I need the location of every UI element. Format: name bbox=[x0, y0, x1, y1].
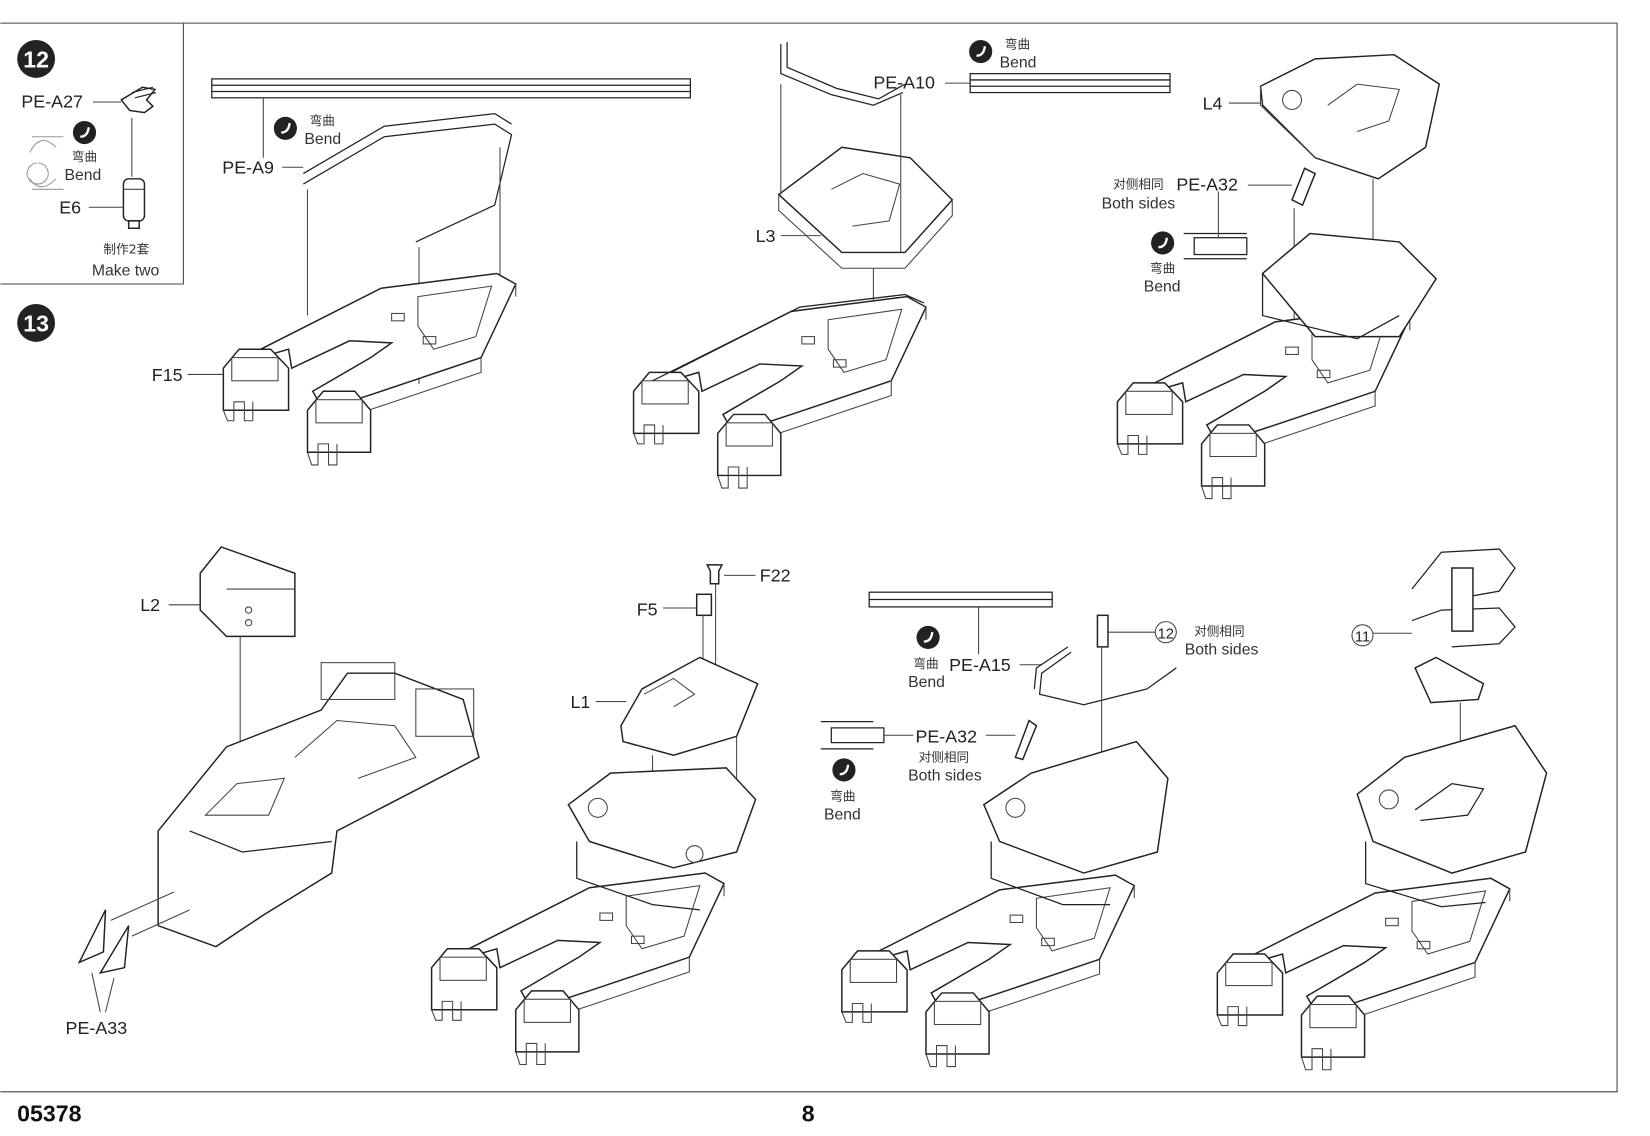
assembly-panel-3: L4 对侧相同 PE-A32 Both sides 弯曲 Bend bbox=[1102, 53, 1441, 500]
part-label-pe-a32: PE-A32 bbox=[1176, 174, 1238, 194]
part-pe-a33-drawing bbox=[77, 909, 107, 964]
flat-pe-a27-outline bbox=[26, 136, 64, 190]
part-label-e6: E6 bbox=[59, 198, 81, 218]
bend-label-cn: 弯曲 bbox=[310, 113, 335, 128]
page-border bbox=[0, 22, 1618, 1093]
step-reference-12: 12 bbox=[1158, 626, 1174, 642]
assembly-panel-1: 弯曲 Bend PE-A9 F15 bbox=[152, 78, 691, 466]
assembly-panel-7: 11 bbox=[1216, 548, 1548, 1071]
flat-pe-a9-strip bbox=[211, 78, 691, 99]
part-label-pe-a33: PE-A33 bbox=[66, 1018, 128, 1038]
step-number: 13 bbox=[23, 310, 49, 336]
flat-pe-a32 bbox=[820, 720, 885, 750]
part-label-pe-a32: PE-A32 bbox=[915, 727, 977, 747]
step-number: 12 bbox=[23, 46, 49, 72]
deck-assembly bbox=[841, 874, 1135, 1068]
bend-label-cn: 弯曲 bbox=[913, 656, 938, 671]
bend-label-en: Bend bbox=[1000, 54, 1037, 71]
part-label-l2: L2 bbox=[140, 595, 160, 615]
part-l4-drawing bbox=[1259, 53, 1441, 180]
part-l1-drawing bbox=[620, 656, 759, 756]
deck-assembly bbox=[632, 295, 927, 489]
both-sides-label-en: Both sides bbox=[908, 767, 982, 784]
flat-pe-a15-strip bbox=[868, 591, 1053, 608]
step-number-badge: 12 bbox=[17, 39, 56, 78]
part-11-subassembly bbox=[1411, 548, 1516, 704]
part-l2-drawing bbox=[199, 546, 296, 638]
bend-label-en: Bend bbox=[65, 167, 102, 184]
bend-label-cn: 弯曲 bbox=[1150, 260, 1175, 275]
part-pe-a32-drawing bbox=[1291, 167, 1317, 207]
bend-label-en: Bend bbox=[908, 674, 945, 691]
note-cn: 制作2套 bbox=[103, 241, 149, 256]
step-13-badge: 13 bbox=[17, 303, 56, 342]
part-label-l4: L4 bbox=[1203, 93, 1223, 113]
part-f22-drawing bbox=[706, 564, 724, 585]
bend-icon bbox=[1149, 230, 1176, 256]
part-12-subassembly bbox=[1096, 614, 1109, 648]
part-l3-drawing bbox=[777, 146, 954, 254]
flat-pe-a32 bbox=[1183, 232, 1248, 260]
part-label-pe-a27: PE-A27 bbox=[21, 91, 83, 111]
part-label-f5: F5 bbox=[637, 599, 658, 619]
flat-pe-a10-strip bbox=[969, 72, 1171, 94]
bend-icon bbox=[272, 115, 299, 142]
part-label-pe-a9: PE-A9 bbox=[222, 158, 274, 178]
part-e6-drawing bbox=[122, 178, 146, 229]
bend-icon bbox=[831, 757, 857, 783]
bend-label-cn: 弯曲 bbox=[72, 149, 97, 164]
note-en: Make two bbox=[92, 263, 160, 280]
bend-label-en: Bend bbox=[1144, 278, 1181, 295]
assembly-panel-4: L2 PE-A33 bbox=[66, 546, 480, 1038]
bend-icon bbox=[915, 624, 941, 651]
deck-assembly-rear-view bbox=[157, 672, 480, 948]
final-deck-assembly bbox=[1216, 877, 1511, 1071]
page-number: 8 bbox=[802, 1100, 815, 1126]
both-sides-label-en: Both sides bbox=[1102, 195, 1176, 212]
part-label-l3: L3 bbox=[756, 226, 776, 246]
bend-icon bbox=[967, 38, 994, 65]
part-label-f22: F22 bbox=[760, 566, 791, 586]
both-sides-label-cn: 对侧相同 bbox=[1194, 623, 1244, 638]
part-pe-a27-drawing bbox=[120, 86, 157, 114]
bend-label-cn: 弯曲 bbox=[830, 788, 855, 803]
assembly-panel-2: PE-A10 弯曲 Bend L3 bbox=[632, 36, 1171, 489]
both-sides-label-cn: 对侧相同 bbox=[919, 750, 969, 765]
bend-label-cn: 弯曲 bbox=[1005, 36, 1030, 51]
part-f15-deck bbox=[222, 272, 517, 466]
part-label-l1: L1 bbox=[570, 692, 590, 712]
assembly-panel-5: F22 F5 L1 bbox=[430, 564, 791, 1066]
both-sides-label-en: Both sides bbox=[1185, 641, 1259, 658]
kit-number: 05378 bbox=[17, 1100, 81, 1126]
part-f5-drawing bbox=[695, 593, 713, 617]
bend-label-en: Bend bbox=[304, 131, 341, 148]
deck-assembly bbox=[430, 872, 725, 1066]
bend-label-en: Bend bbox=[824, 806, 861, 823]
step-reference-11: 11 bbox=[1355, 630, 1370, 646]
part-label-pe-a15: PE-A15 bbox=[949, 655, 1011, 675]
bend-icon bbox=[71, 119, 98, 146]
part-label-pe-a10: PE-A10 bbox=[873, 72, 935, 92]
part-label-f15: F15 bbox=[152, 365, 183, 385]
both-sides-label-cn: 对侧相同 bbox=[1113, 176, 1163, 191]
assembly-panel-6: 弯曲 PE-A15 Bend 12 对侧相同 Both sides PE-A32… bbox=[820, 591, 1259, 1068]
step-12-panel: 12 PE-A27 弯曲 Bend E6 制作2套 Make two bbox=[0, 23, 184, 285]
